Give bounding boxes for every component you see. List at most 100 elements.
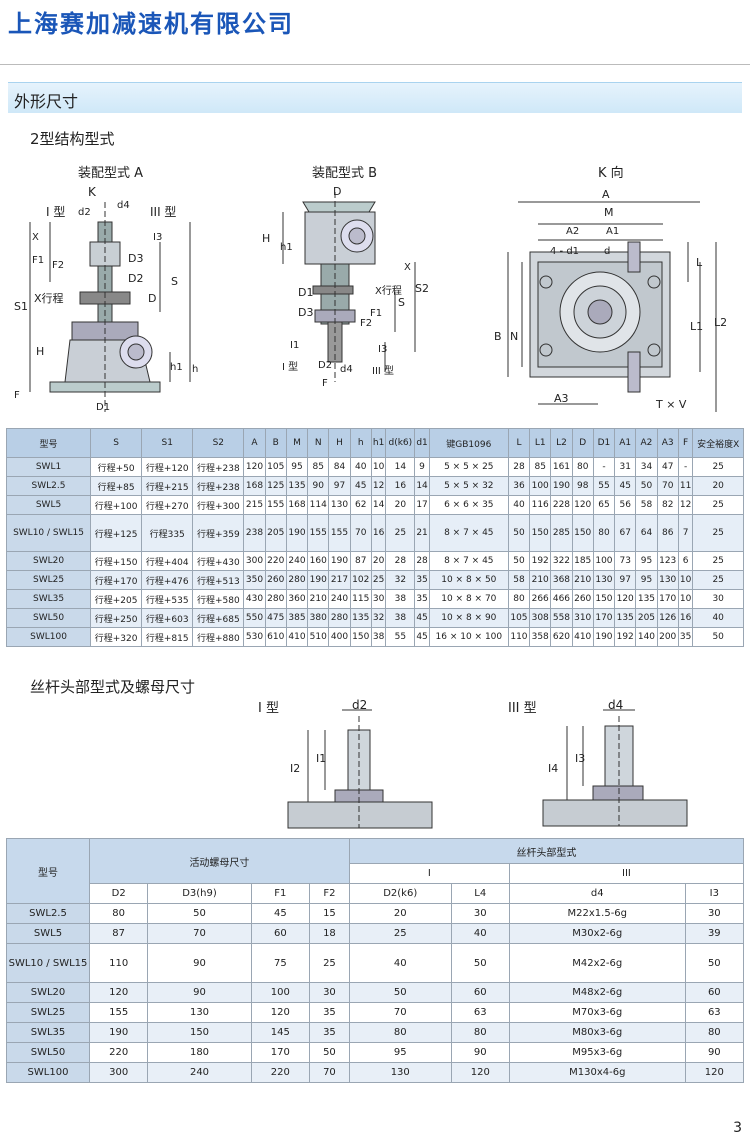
table-cell: M42x2-6g <box>508 943 686 983</box>
table-cell: 120 <box>450 1062 510 1083</box>
model-cell: SWL10 / SWL15 <box>5 514 92 552</box>
table-cell: 行程+120 <box>141 457 194 477</box>
table-cell: 50 <box>507 514 531 552</box>
screw-group-header: 丝杆头部型式 <box>348 838 745 864</box>
table-cell: 240 <box>328 589 351 609</box>
table-cell: 50 <box>507 551 531 571</box>
table-cell: 368 <box>550 570 573 590</box>
label-d-b: D <box>333 185 342 198</box>
table-cell: 行程+270 <box>141 495 194 515</box>
table-cell: 行程+250 <box>90 608 143 628</box>
table-cell: 20 <box>348 903 452 924</box>
page-number: 3 <box>733 1120 742 1136</box>
table-cell: 11 <box>677 476 694 496</box>
table-cell: 行程+685 <box>192 608 245 628</box>
model-cell: SWL2.5 <box>6 903 90 924</box>
spec-header-cell: S <box>90 428 143 458</box>
label-d-a: D <box>148 292 157 305</box>
table-cell: 95 <box>635 551 658 571</box>
screw-title: 丝杆头部型式及螺母尺寸 <box>30 678 196 696</box>
table-cell: 50 <box>635 476 658 496</box>
structure-title: 2型结构型式 <box>30 130 115 148</box>
table-cell: 190 <box>285 514 309 552</box>
table-cell: 45 <box>349 476 372 496</box>
label-i3-b: I3 <box>378 344 388 355</box>
label-d2b-a: D2 <box>128 272 144 285</box>
table-cell: 210 <box>529 570 552 590</box>
spec-header-cell: N <box>307 428 330 458</box>
table-cell: 35 <box>309 1022 350 1043</box>
table-cell: 120 <box>243 457 266 477</box>
table-cell: 125 <box>264 476 287 496</box>
spec-header-cell: 键GB1096 <box>428 428 509 458</box>
table-cell: 行程+238 <box>192 457 245 477</box>
table-cell: 280 <box>328 608 351 628</box>
table-cell: 60 <box>450 982 510 1003</box>
label-f2-b: F2 <box>360 318 373 329</box>
table-cell: 10 × 8 × 50 <box>428 570 509 590</box>
table-cell: 90 <box>450 1042 510 1063</box>
table-cell: 32 <box>370 608 387 628</box>
nut-col-header: I3 <box>684 883 745 904</box>
label-s-a: S <box>171 275 178 288</box>
table-cell: 38 <box>385 608 416 628</box>
table-cell: 行程+215 <box>141 476 194 496</box>
table-cell: 135 <box>614 608 637 628</box>
assembly-b-drawing <box>282 192 416 382</box>
spec-header-cell: M <box>285 428 309 458</box>
table-cell: 358 <box>529 627 552 647</box>
table-cell: 16 <box>385 476 416 496</box>
table-cell: 12 <box>370 476 387 496</box>
table-cell: M95x3-6g <box>508 1042 686 1063</box>
table-cell: 150 <box>592 589 616 609</box>
screw-i2: I2 <box>290 762 301 775</box>
table-cell: 39 <box>684 923 745 944</box>
model-cell: SWL2.5 <box>5 476 92 496</box>
table-cell: 10 × 8 × 70 <box>428 589 509 609</box>
label-i3-a: I3 <box>153 232 163 243</box>
table-cell: 308 <box>529 608 552 628</box>
table-cell: 192 <box>529 551 552 571</box>
table-cell: 80 <box>592 514 616 552</box>
table-cell: 110 <box>88 943 149 983</box>
table-cell: 114 <box>307 495 330 515</box>
table-cell: 228 <box>550 495 573 515</box>
spec-header-cell: A2 <box>635 428 658 458</box>
model-cell: SWL20 <box>6 982 90 1003</box>
table-cell: 130 <box>348 1062 452 1083</box>
table-cell: 50 <box>309 1042 350 1063</box>
table-cell: 116 <box>529 495 552 515</box>
table-cell: 190 <box>88 1022 149 1043</box>
table-cell: 17 <box>414 495 430 515</box>
spec-header-cell: S2 <box>192 428 245 458</box>
table-cell: 45 <box>250 903 311 924</box>
nut-group-header: 活动螺母尺寸 <box>89 838 350 884</box>
label-d2-a: d2 <box>78 207 91 218</box>
table-cell: 155 <box>88 1002 149 1023</box>
screw-i1: I1 <box>316 752 327 765</box>
table-cell: 行程+205 <box>90 589 143 609</box>
table-cell: 行程+513 <box>192 570 245 590</box>
table-cell: 120 <box>684 1062 745 1083</box>
table-cell: 205 <box>264 514 287 552</box>
table-cell: M22x1.5-6g <box>508 903 686 924</box>
nut-col-header: D3(h9) <box>147 883 252 904</box>
label-a3-k: A3 <box>554 392 569 405</box>
table-cell: 380 <box>307 608 330 628</box>
model-cell: SWL35 <box>6 1022 90 1043</box>
table-cell: 28 <box>385 551 416 571</box>
table-cell: 35 <box>414 589 430 609</box>
table-cell: 80 <box>507 589 531 609</box>
label-m-k: M <box>604 206 614 219</box>
table-cell: 65 <box>592 495 616 515</box>
table-cell: 25 <box>309 943 350 983</box>
table-cell: 35 <box>309 1002 350 1023</box>
table-cell: 126 <box>656 608 679 628</box>
table-cell: 行程+880 <box>192 627 245 647</box>
table-cell: 95 <box>348 1042 452 1063</box>
